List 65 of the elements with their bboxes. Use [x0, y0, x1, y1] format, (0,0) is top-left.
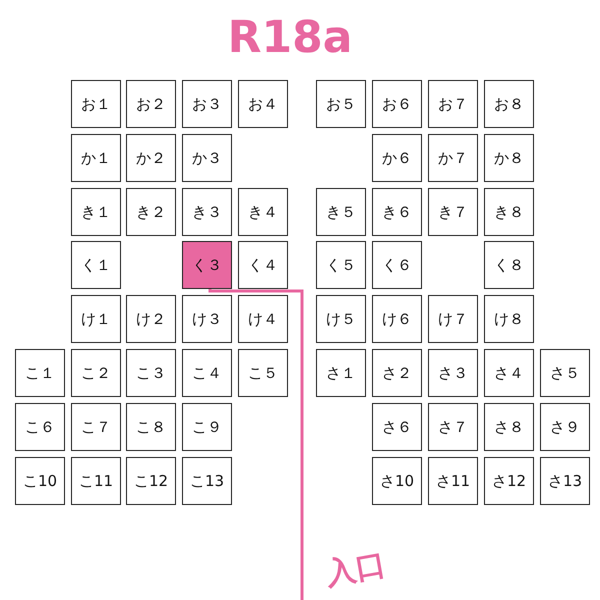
seat: さ２	[372, 349, 422, 397]
seat: こ７	[71, 403, 121, 451]
seat: さ６	[372, 403, 422, 451]
seat: こ８	[126, 403, 176, 451]
seat: こ６	[15, 403, 65, 451]
seat: け４	[238, 295, 288, 343]
seat: さ10	[372, 457, 422, 505]
seat: お６	[372, 80, 422, 128]
seat: お８	[484, 80, 534, 128]
seat: さ７	[428, 403, 478, 451]
seat: く５	[316, 241, 366, 289]
title: R18a	[226, 11, 354, 65]
seat: き４	[238, 188, 288, 236]
seat: き３	[182, 188, 232, 236]
seat: お５	[316, 80, 366, 128]
seat: く８	[484, 241, 534, 289]
seat: こ９	[182, 403, 232, 451]
seat: き５	[316, 188, 366, 236]
entrance-label: 入口	[323, 547, 389, 593]
seat: お１	[71, 80, 121, 128]
seat: こ４	[182, 349, 232, 397]
seat: け８	[484, 295, 534, 343]
seat: き６	[372, 188, 422, 236]
seat: お４	[238, 80, 288, 128]
seat: こ５	[238, 349, 288, 397]
seat: け６	[372, 295, 422, 343]
seat: さ12	[484, 457, 534, 505]
seat: さ４	[484, 349, 534, 397]
seat: け７	[428, 295, 478, 343]
seat: か３	[182, 134, 232, 182]
seat: け１	[71, 295, 121, 343]
seat: お２	[126, 80, 176, 128]
seat: け３	[182, 295, 232, 343]
seat: お３	[182, 80, 232, 128]
seat: き２	[126, 188, 176, 236]
seat: こ１	[15, 349, 65, 397]
seat: こ２	[71, 349, 121, 397]
seat: さ１	[316, 349, 366, 397]
seat: き１	[71, 188, 121, 236]
seat: け５	[316, 295, 366, 343]
seat: さ11	[428, 457, 478, 505]
seat: か１	[71, 134, 121, 182]
seat: く６	[372, 241, 422, 289]
seat: さ９	[540, 403, 590, 451]
seat: く４	[238, 241, 288, 289]
seat: か７	[428, 134, 478, 182]
seat: か８	[484, 134, 534, 182]
seat: か６	[372, 134, 422, 182]
seat: さ３	[428, 349, 478, 397]
seat: さ13	[540, 457, 590, 505]
seat: こ10	[15, 457, 65, 505]
seat: こ12	[126, 457, 176, 505]
seat: こ13	[182, 457, 232, 505]
seat: こ３	[126, 349, 176, 397]
route-line	[208, 288, 304, 600]
seat: か２	[126, 134, 176, 182]
seat: き７	[428, 188, 478, 236]
seat: こ11	[71, 457, 121, 505]
highlighted-seat: く３	[182, 241, 232, 289]
seat: お７	[428, 80, 478, 128]
seat: さ８	[484, 403, 534, 451]
seat: さ５	[540, 349, 590, 397]
seat: け２	[126, 295, 176, 343]
seat: く１	[71, 241, 121, 289]
seat: き８	[484, 188, 534, 236]
